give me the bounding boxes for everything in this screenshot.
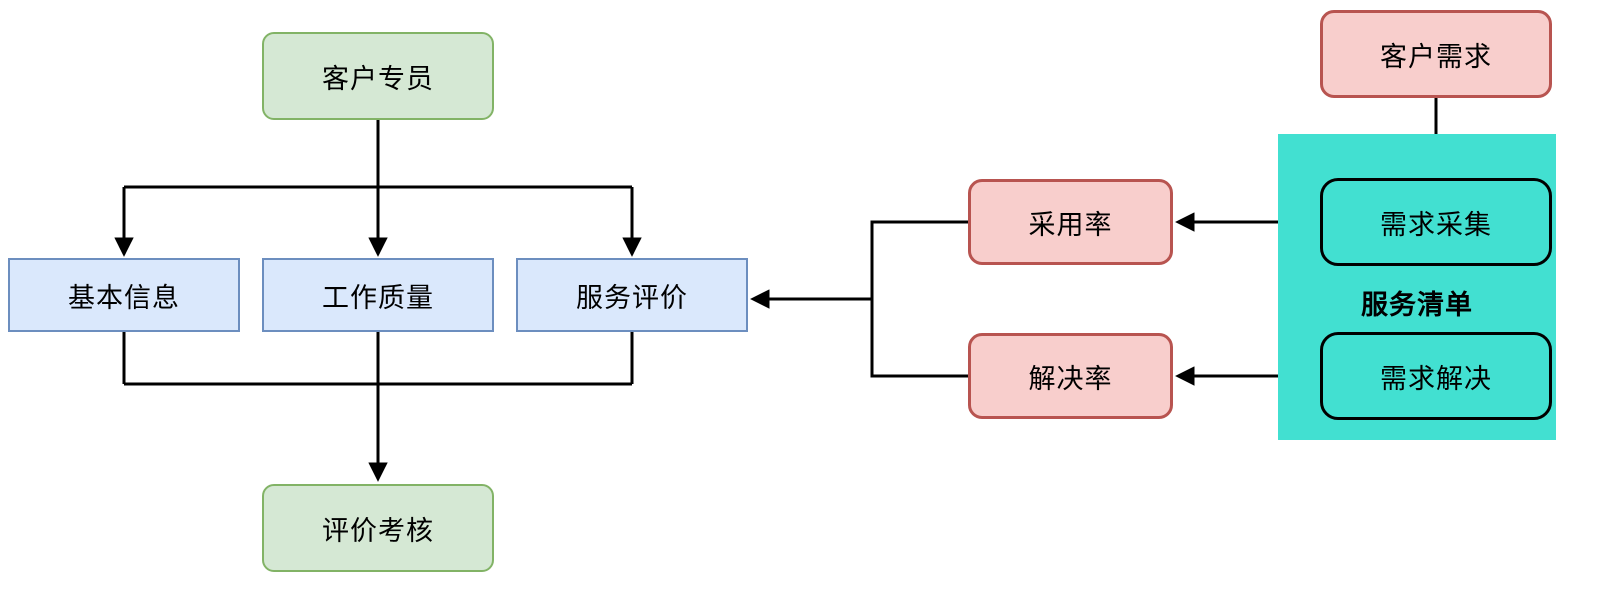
node-work-quality: 工作质量	[262, 258, 494, 332]
node-customer-demand: 客户需求	[1320, 10, 1552, 98]
node-label: 客户专员	[322, 63, 434, 94]
node-demand-collection: 需求采集	[1320, 178, 1552, 266]
node-demand-resolution: 需求解决	[1320, 332, 1552, 420]
node-evaluation-assessment: 评价考核	[262, 484, 494, 572]
node-service-evaluation: 服务评价	[516, 258, 748, 332]
node-label: 需求采集	[1380, 209, 1492, 240]
node-label: 评价考核	[322, 515, 434, 546]
node-label: 基本信息	[68, 282, 180, 313]
node-resolution-rate: 解决率	[968, 333, 1173, 419]
node-label: 客户需求	[1380, 41, 1492, 72]
node-label: 工作质量	[322, 282, 434, 313]
service-list-group-label: 服务清单	[1361, 290, 1473, 320]
node-label: 采用率	[1028, 209, 1113, 240]
node-label: 需求解决	[1380, 363, 1492, 394]
node-label: 解决率	[1028, 363, 1113, 394]
node-basic-info: 基本信息	[8, 258, 240, 332]
node-customer-specialist: 客户专员	[262, 32, 494, 120]
edge-rates-merge	[870, 220, 968, 378]
node-label: 服务评价	[576, 282, 688, 313]
node-adoption-rate: 采用率	[968, 179, 1173, 265]
